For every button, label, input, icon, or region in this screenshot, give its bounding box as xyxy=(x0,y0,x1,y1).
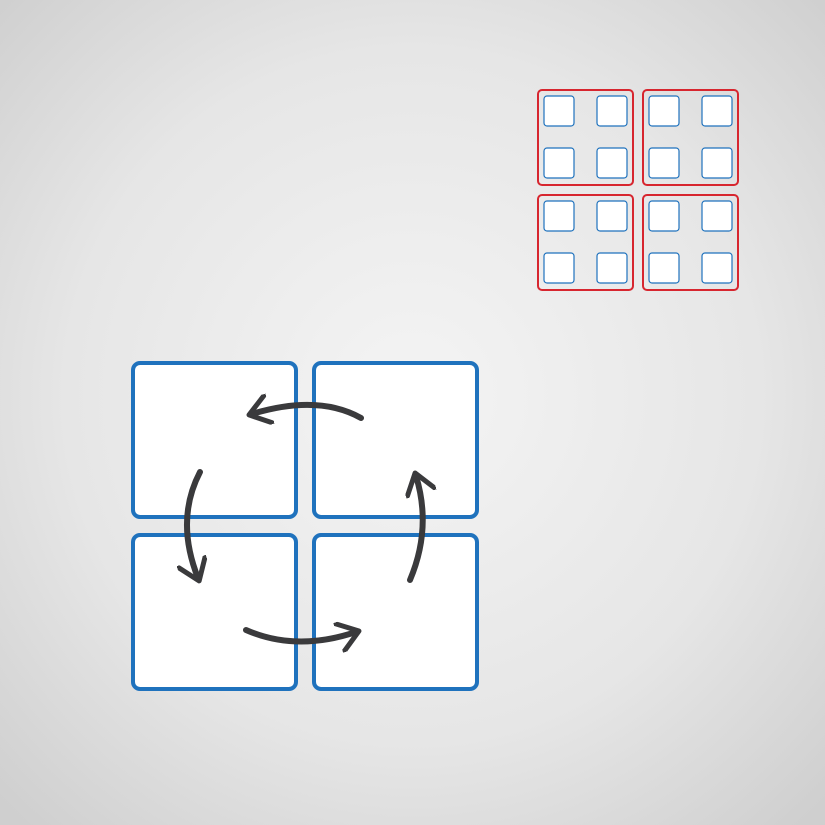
mini-cell xyxy=(701,200,733,232)
arrow-bottom xyxy=(243,630,356,642)
mini-block-r2-c1 xyxy=(537,194,634,291)
mini-cell xyxy=(543,147,575,179)
arrow-left xyxy=(187,469,200,578)
mini-cell xyxy=(596,200,628,232)
mini-cell xyxy=(701,147,733,179)
main-tile-r1-c1 xyxy=(131,361,298,519)
mini-block-r1-c2 xyxy=(642,89,739,186)
mini-cell xyxy=(648,252,680,284)
mini-block-r1-c1 xyxy=(537,89,634,186)
main-tile-r1-c2 xyxy=(312,361,479,519)
mini-cell xyxy=(648,200,680,232)
mini-cell xyxy=(701,95,733,127)
mini-cell xyxy=(596,252,628,284)
mini-cell xyxy=(701,252,733,284)
mini-cell xyxy=(543,200,575,232)
main-tile-r2-c2 xyxy=(312,533,479,691)
mini-cell xyxy=(648,147,680,179)
mini-grid xyxy=(537,89,739,291)
mini-cell xyxy=(596,95,628,127)
mini-cell xyxy=(543,252,575,284)
arrow-top xyxy=(252,405,364,418)
mini-cell xyxy=(648,95,680,127)
main-tile-r2-c1 xyxy=(131,533,298,691)
cycle-arrows xyxy=(187,405,423,642)
mini-block-r2-c2 xyxy=(642,194,739,291)
mini-cell xyxy=(596,147,628,179)
mini-cell xyxy=(543,95,575,127)
arrow-right xyxy=(410,476,423,583)
